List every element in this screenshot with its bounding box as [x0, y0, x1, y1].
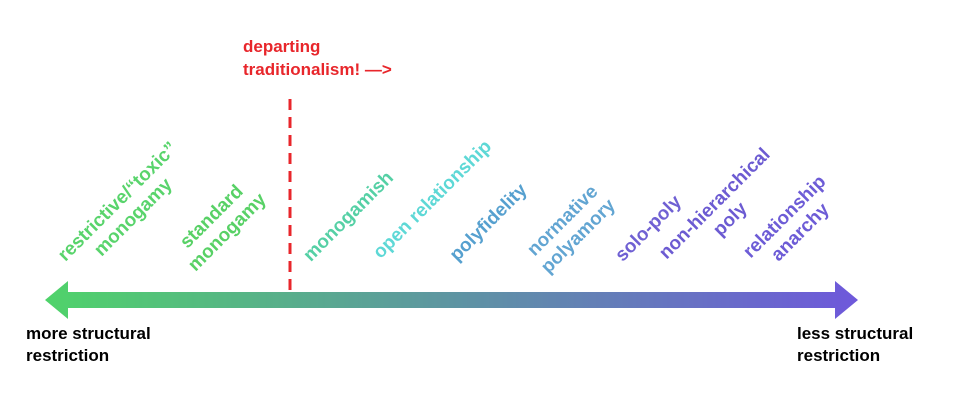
right-end-line-1: less structural [797, 324, 914, 343]
left-end-line-1: more structural [26, 324, 151, 343]
spectrum-arrow [45, 281, 858, 319]
left-end-line-2: restriction [26, 346, 110, 365]
right-end-label: less structural restriction [797, 323, 913, 367]
departing-line-1: departing [243, 37, 321, 56]
right-end-line-2: restriction [797, 346, 881, 365]
left-end-label: more structural restriction [26, 323, 151, 367]
departing-line-2: traditionalism! —> [243, 60, 392, 79]
departing-traditionalism-label: departing traditionalism! —> [243, 35, 392, 81]
